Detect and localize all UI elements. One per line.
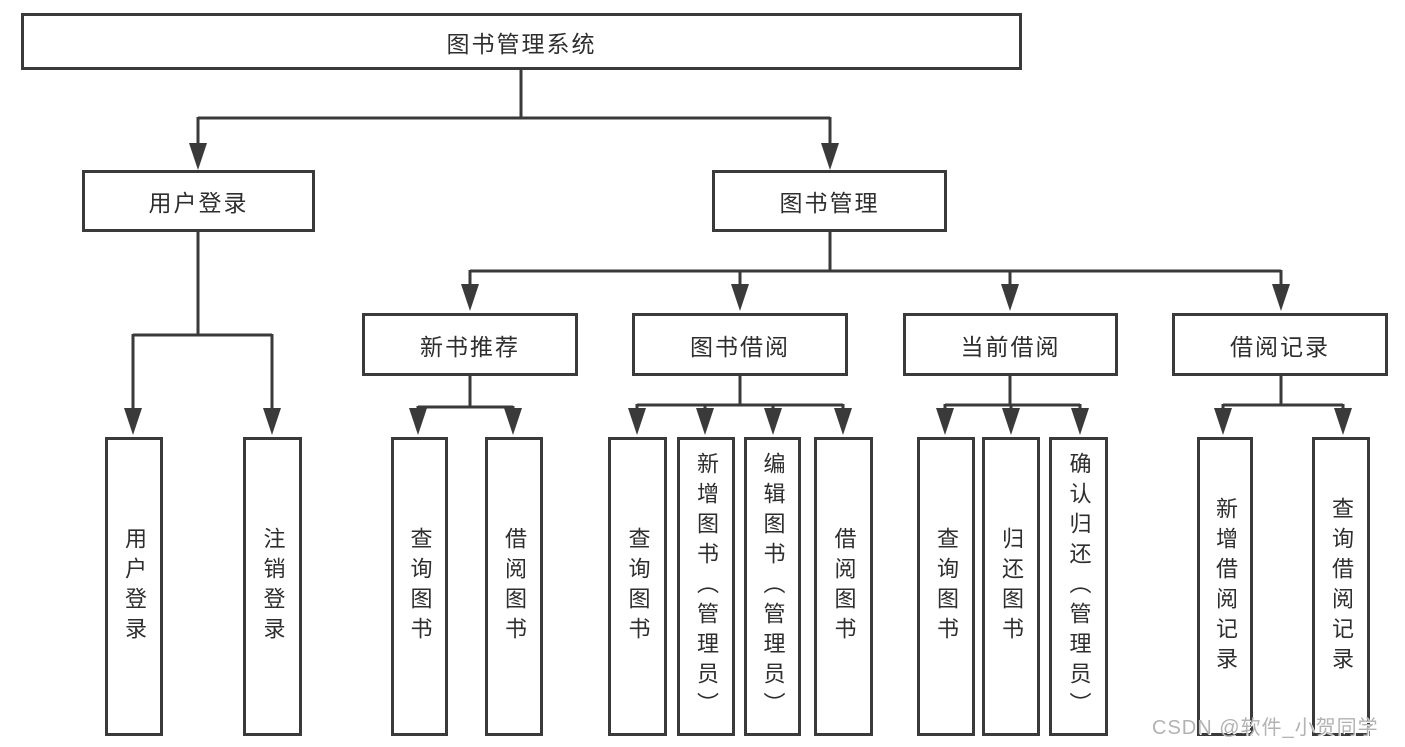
csdn-watermark: CSDN @软件_小贺同学 [1152,717,1379,739]
node-current-borrowing: 当前借阅 [903,313,1118,376]
node-book-borrowing: 图书借阅 [632,313,848,376]
leaf-borrow-books: 借阅图书 [814,437,873,736]
node-book-management: 图书管理 [712,170,947,232]
leaf-borrow-books-recommend: 借阅图书 [485,437,543,736]
leaf-add-borrow-record: 新增借阅记录 [1197,437,1253,736]
leaf-add-book-admin: 新增图书（管理员） [677,437,735,736]
node-new-book-recommend: 新书推荐 [362,313,578,376]
leaf-user-login: 用户登录 [105,437,163,736]
leaf-edit-book-admin: 编辑图书（管理员） [744,437,801,736]
leaf-query-books-recommend: 查询图书 [391,437,448,736]
leaf-query-borrow-record: 查询借阅记录 [1312,437,1370,736]
node-user-login: 用户登录 [82,170,315,232]
leaf-return-book: 归还图书 [982,437,1040,736]
node-book-management-system: 图书管理系统 [21,13,1022,70]
node-borrow-records: 借阅记录 [1172,313,1388,376]
leaf-logout: 注销登录 [243,437,302,736]
leaf-confirm-return-admin: 确认归还（管理员） [1049,437,1108,736]
leaf-query-books-current: 查询图书 [917,437,975,736]
leaf-query-books-borrowing: 查询图书 [608,437,667,736]
